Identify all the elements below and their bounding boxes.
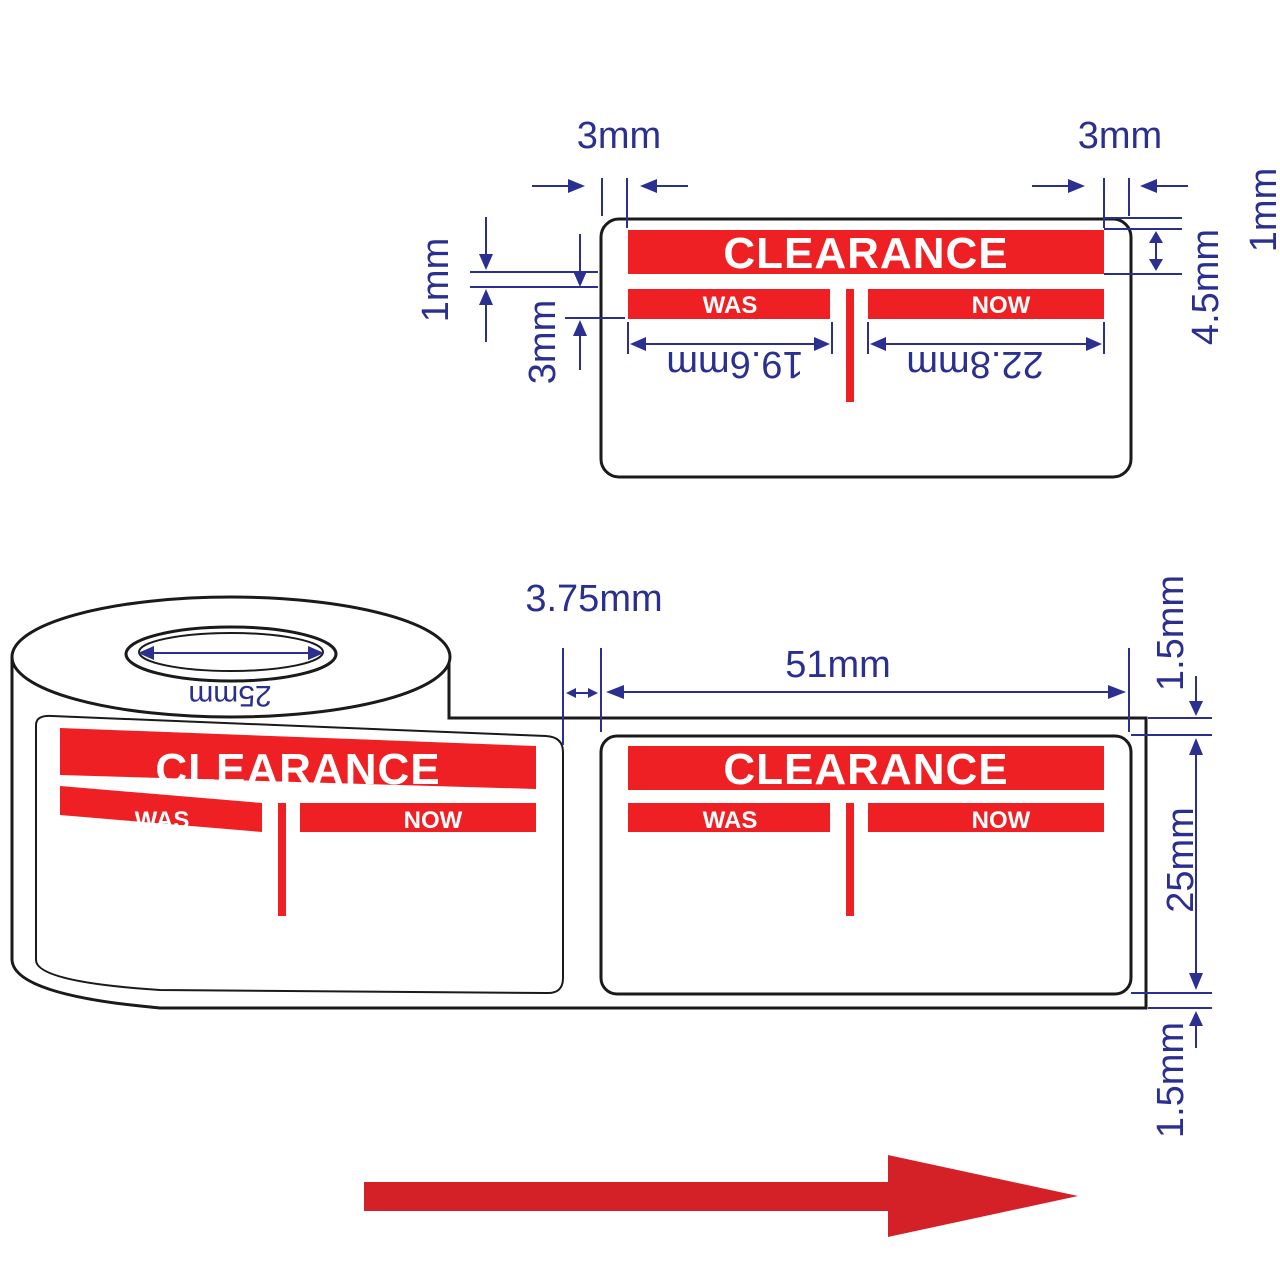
roll-was-text: WAS <box>135 807 190 834</box>
flat-now-text: NOW <box>972 807 1031 834</box>
flat-label-outline <box>599 734 1133 996</box>
dim-top-margin-right: 1mm <box>1243 168 1280 252</box>
dim-now-width: 22.8mm <box>906 343 1043 385</box>
roll-dimensions: 3.75mm 51mm 1.5mm 25mm 1.5mm <box>525 575 1212 1138</box>
roll-header-text: CLEARANCE <box>155 745 440 794</box>
detail-was-bar <box>628 289 830 319</box>
roll-divider <box>278 803 286 916</box>
flat-header-bar <box>628 746 1104 790</box>
dim-right-margin: 3mm <box>1078 115 1162 157</box>
roll-header-bar <box>60 728 536 789</box>
roll-label: CLEARANCE WAS NOW <box>35 714 564 995</box>
flat-was-text: WAS <box>703 807 758 834</box>
detail-now-text: NOW <box>972 292 1031 319</box>
detail-was-text: WAS <box>703 292 758 319</box>
roll-now-bar <box>300 803 536 832</box>
flat-was-bar <box>628 803 830 832</box>
detail-header-bar <box>628 230 1104 274</box>
dim-core-diameter: 25mm <box>188 679 271 712</box>
roll-was-bar <box>60 786 262 832</box>
flat-header-text: CLEARANCE <box>723 745 1008 794</box>
detail-header-text: CLEARANCE <box>723 229 1008 278</box>
dim-bottom-liner-edge: 1.5mm <box>1150 1022 1192 1138</box>
dim-label-width: 51mm <box>785 644 891 686</box>
detail-divider <box>846 289 854 402</box>
dim-top-liner-edge: 1.5mm <box>1150 575 1192 691</box>
feed-direction-arrow <box>364 1155 1078 1237</box>
dim-label-gap: 3.75mm <box>525 578 662 620</box>
roll-now-text: NOW <box>404 807 463 834</box>
detail-now-bar <box>868 289 1104 319</box>
detail-label: CLEARANCE WAS NOW <box>599 217 1133 479</box>
flat-divider <box>846 803 854 916</box>
dim-was-width: 19.6mm <box>666 343 803 385</box>
flat-label: CLEARANCE WAS NOW <box>599 734 1133 996</box>
dim-top-margin-left: 1mm <box>415 238 457 322</box>
dim-left-margin: 3mm <box>577 115 661 157</box>
dim-gap-between-bars: 3mm <box>522 300 564 384</box>
dim-header-height: 4.5mm <box>1185 229 1227 345</box>
flat-now-bar <box>868 803 1104 832</box>
detail-dimensions: 3mm 3mm 1mm 4.5mm 1mm <box>415 115 1280 385</box>
detail-label-outline <box>599 217 1133 479</box>
right-arrow-icon <box>364 1155 1078 1237</box>
